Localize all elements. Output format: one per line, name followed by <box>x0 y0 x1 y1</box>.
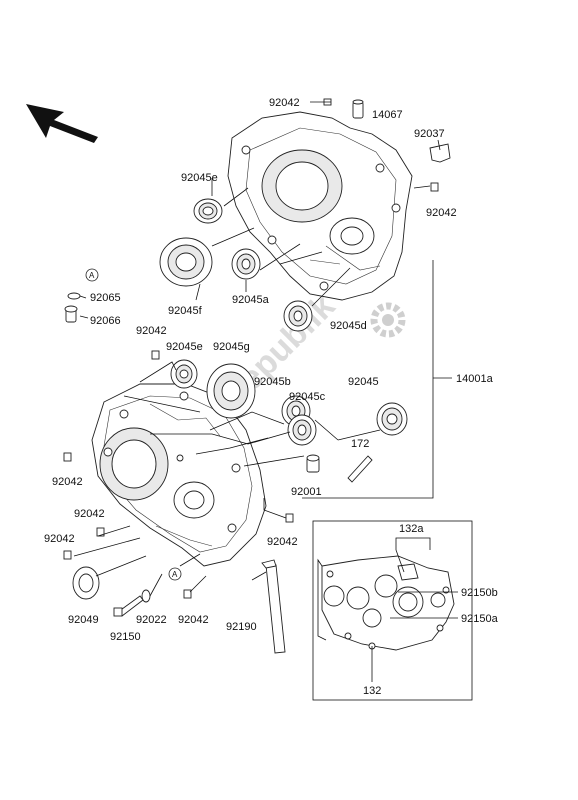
bearing-92045a <box>231 248 261 280</box>
bolt-92042-top <box>310 98 332 106</box>
plug-92066 <box>64 305 78 323</box>
bearing-92045 <box>376 402 408 436</box>
bearing-92045d <box>283 300 313 332</box>
label-92042-top: 92042 <box>269 97 300 109</box>
bolt-92042-right <box>430 182 439 192</box>
label-92042-mid: 92042 <box>136 325 167 337</box>
fitting-92001 <box>306 454 320 473</box>
washer-92065 <box>67 292 81 300</box>
label-92045b: 92045b <box>254 376 291 388</box>
case-inset <box>312 520 473 701</box>
leader-lines <box>73 139 458 682</box>
label-92065: 92065 <box>90 292 121 304</box>
parts-lower-left: A <box>63 452 294 654</box>
label-92045e-top: 92045e <box>181 172 218 184</box>
upper-crankcase-half <box>227 111 413 301</box>
bolt-92042-c <box>285 513 294 523</box>
label-92150b: 92150b <box>461 587 498 599</box>
label-92045c: 92045c <box>289 391 326 403</box>
bearings-lower <box>151 350 408 446</box>
bearing-92045f <box>159 237 213 287</box>
bolt-92042-l3 <box>63 550 72 560</box>
label-92045e-mid: 92045e <box>166 341 203 353</box>
label-92045g: 92045g <box>213 341 250 353</box>
bearing-92045c <box>287 414 317 446</box>
label-92042-l3: 92042 <box>44 533 75 545</box>
lower-crankcase-half <box>91 383 267 567</box>
label-92042-left: 92042 <box>52 476 83 488</box>
front-direction-arrow-icon <box>26 104 98 143</box>
bolt-92150 <box>113 595 144 617</box>
label-92045a: 92045a <box>232 294 270 306</box>
label-172: 172 <box>351 438 369 450</box>
label-92037: 92037 <box>414 128 445 140</box>
marker-a-bottom: A <box>168 567 182 581</box>
label-92042-b: 92042 <box>178 614 209 626</box>
bearings-upper <box>159 198 313 332</box>
label-14067: 14067 <box>372 109 403 121</box>
stud-172 <box>347 455 373 483</box>
bolt-92042-mid <box>151 350 160 360</box>
label-92042-c: 92042 <box>267 536 298 548</box>
label-92042-right: 92042 <box>426 207 457 219</box>
label-92190: 92190 <box>226 621 257 633</box>
label-132: 132 <box>363 685 381 697</box>
marker-a-top-text: A <box>89 271 95 280</box>
marker-a-bottom-text: A <box>172 570 178 579</box>
bearing-92045g <box>206 363 256 419</box>
tube-92190 <box>261 559 286 654</box>
label-92022: 92022 <box>136 614 167 626</box>
label-92150: 92150 <box>110 631 141 643</box>
inset-frame <box>312 520 473 701</box>
label-92066: 92066 <box>90 315 121 327</box>
parts-top <box>310 98 451 192</box>
parts-right-middle <box>306 454 373 483</box>
label-132a: 132a <box>399 523 424 535</box>
label-92045: 92045 <box>348 376 379 388</box>
label-92049: 92049 <box>68 614 99 626</box>
label-92150a: 92150a <box>461 613 499 625</box>
marker-a-top: A <box>85 268 99 282</box>
seal-92049 <box>72 566 100 600</box>
bolt-92042-b <box>183 589 192 599</box>
label-92001: 92001 <box>291 486 322 498</box>
bearing-92045e-top <box>193 198 223 224</box>
bearing-92045e-mid <box>170 359 198 389</box>
label-92042-l2: 92042 <box>74 508 105 520</box>
clip-92037 <box>429 143 451 163</box>
label-14001a: 14001a <box>456 373 494 385</box>
bolt-92042-left <box>63 452 72 462</box>
part-labels: 92042 14067 92037 92042 92045e 92045f 92… <box>44 97 499 697</box>
label-92045d: 92045d <box>330 320 367 332</box>
label-92045f: 92045f <box>168 305 203 317</box>
bolt-92042-l2 <box>96 527 105 537</box>
dowel-14067 <box>352 99 364 119</box>
parts-left-plug: A <box>64 268 99 323</box>
gear-watermark-icon <box>370 302 406 338</box>
